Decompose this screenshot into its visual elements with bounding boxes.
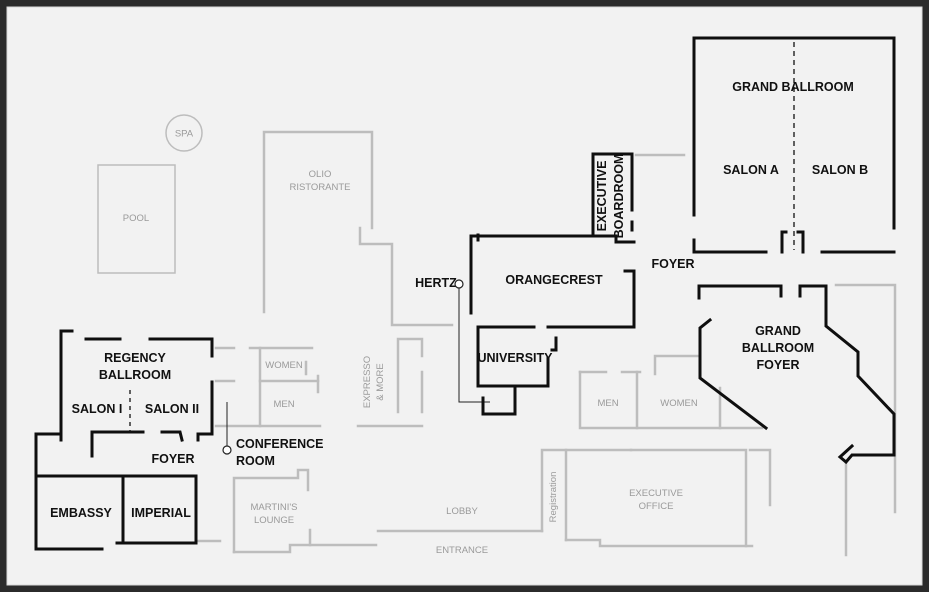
olio-ristorante: OLIO RISTORANTE (262, 130, 454, 327)
expresso-label-line1: EXPRESSO (362, 356, 373, 408)
salon-i-label: SALON I (72, 402, 123, 416)
exec-office-label-line1: EXECUTIVE (629, 488, 683, 499)
grand-ballroom-label: GRAND BALLROOM (732, 80, 854, 94)
university: UNIVERSITY (476, 325, 558, 416)
salon-ii-label: SALON II (145, 402, 199, 416)
regency-label-line1: REGENCY (104, 351, 166, 365)
olio-label-line1: OLIO (309, 169, 332, 180)
restrooms-east: MEN WOMEN (578, 354, 764, 430)
hertz-label: HERTZ (415, 276, 457, 290)
foyer-west-label: FOYER (151, 452, 194, 466)
university-label: UNIVERSITY (477, 351, 553, 365)
martinis-label-line1: MARTINI'S (250, 502, 297, 513)
registration-label: Registration (548, 472, 559, 523)
orangecrest: ORANGECREST (469, 233, 636, 329)
grand-ballroom: GRAND BALLROOM SALON A SALON B (692, 36, 896, 254)
olio-label-line2: RISTORANTE (289, 182, 350, 193)
salon-b-label: SALON B (812, 163, 868, 177)
lobby: LOBBY ENTRANCE Registration (376, 448, 754, 556)
gbf-label-line3: FOYER (756, 358, 799, 372)
conference-label-line2: ROOM (236, 454, 275, 468)
embassy-imperial: EMBASSY IMPERIAL (34, 432, 198, 551)
lobby-label: LOBBY (446, 506, 478, 517)
gbf-label-line2: BALLROOM (742, 341, 814, 355)
conference-marker (222, 445, 232, 455)
conference-room: CONFERENCE ROOM (222, 402, 324, 468)
executive-boardroom: EXECUTIVE BOARDROOM (591, 152, 634, 239)
martinis-lounge: MARTINI'S LOUNGE (196, 468, 378, 554)
spa: SPA (165, 114, 203, 152)
pool-label: POOL (123, 213, 149, 224)
women-east-label: WOMEN (660, 398, 698, 409)
gbf-label-line1: GRAND (755, 324, 801, 338)
embassy-label: EMBASSY (50, 506, 112, 520)
martinis-label-line2: LOUNGE (254, 515, 294, 526)
foyer-main-label: FOYER (651, 257, 694, 271)
imperial-label: IMPERIAL (131, 506, 191, 520)
grand-ballroom-foyer: GRAND BALLROOM FOYER (697, 284, 896, 465)
conference-label-line1: CONFERENCE (236, 437, 324, 451)
salon-a-label: SALON A (723, 163, 779, 177)
exec-office-label-line2: OFFICE (639, 501, 674, 512)
expresso-label-line2: & MORE (375, 363, 386, 400)
hertz-marker (454, 279, 464, 289)
men-west-label: MEN (273, 399, 294, 410)
regency-ballroom: REGENCY BALLROOM SALON I SALON II (59, 329, 214, 458)
regency-label-line2: BALLROOM (99, 368, 171, 382)
executive-label: EXECUTIVE (595, 161, 609, 232)
restrooms-west: WOMEN MEN (214, 346, 322, 428)
orangecrest-label: ORANGECREST (505, 273, 603, 287)
boardroom-label: BOARDROOM (612, 154, 626, 239)
spa-label: SPA (175, 129, 194, 140)
entrance-label: ENTRANCE (436, 545, 488, 556)
hertz: HERTZ (415, 276, 490, 403)
women-west-label: WOMEN (265, 360, 303, 371)
expresso-and-more: EXPRESSO & MORE (356, 337, 424, 428)
executive-office: EXECUTIVE OFFICE (629, 448, 772, 548)
men-east-label: MEN (597, 398, 618, 409)
pool: POOL (97, 164, 176, 274)
